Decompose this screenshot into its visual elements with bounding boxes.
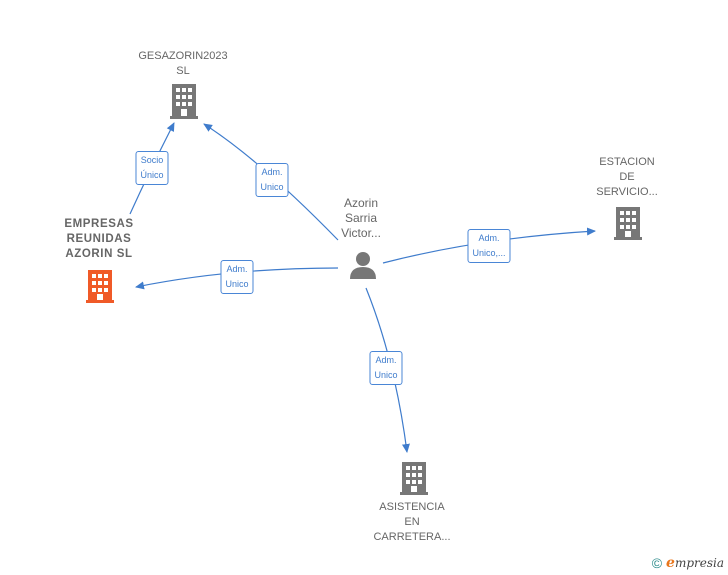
person-icon[interactable] (350, 252, 376, 279)
edge-label-adm-asistencia[interactable]: Adm. Unico (369, 351, 403, 385)
node-label-azorin[interactable]: Azorin Sarria Victor... (341, 196, 381, 240)
building-icon[interactable] (86, 270, 114, 303)
node-label-gesazorin[interactable]: GESAZORIN2023 SL (138, 50, 228, 77)
node-label-empresas[interactable]: EMPRESAS REUNIDAS AZORIN SL (64, 218, 134, 260)
node-label-estacion[interactable]: ESTACION DE SERVICIO... (596, 156, 658, 198)
brand-logo[interactable]: empresia (666, 555, 724, 571)
node-label-asistencia[interactable]: ASISTENCIA EN CARRETERA... (373, 501, 451, 543)
building-icon[interactable] (170, 84, 198, 119)
footer-brand: © empresia (652, 555, 724, 571)
edge-label-adm-empresas[interactable]: Adm. Unico (220, 260, 254, 294)
edge-label-socio-unico[interactable]: Socio Único (135, 151, 169, 185)
copyright-symbol: © (651, 555, 663, 571)
building-icon[interactable] (400, 462, 428, 495)
edge-label-adm-gesazorin[interactable]: Adm. Unico (255, 163, 289, 197)
edge-label-adm-estacion[interactable]: Adm. Unico,... (467, 229, 511, 263)
brand-name: mpresia (674, 556, 724, 570)
building-icon[interactable] (614, 207, 642, 240)
brand-initial: e (666, 555, 675, 571)
